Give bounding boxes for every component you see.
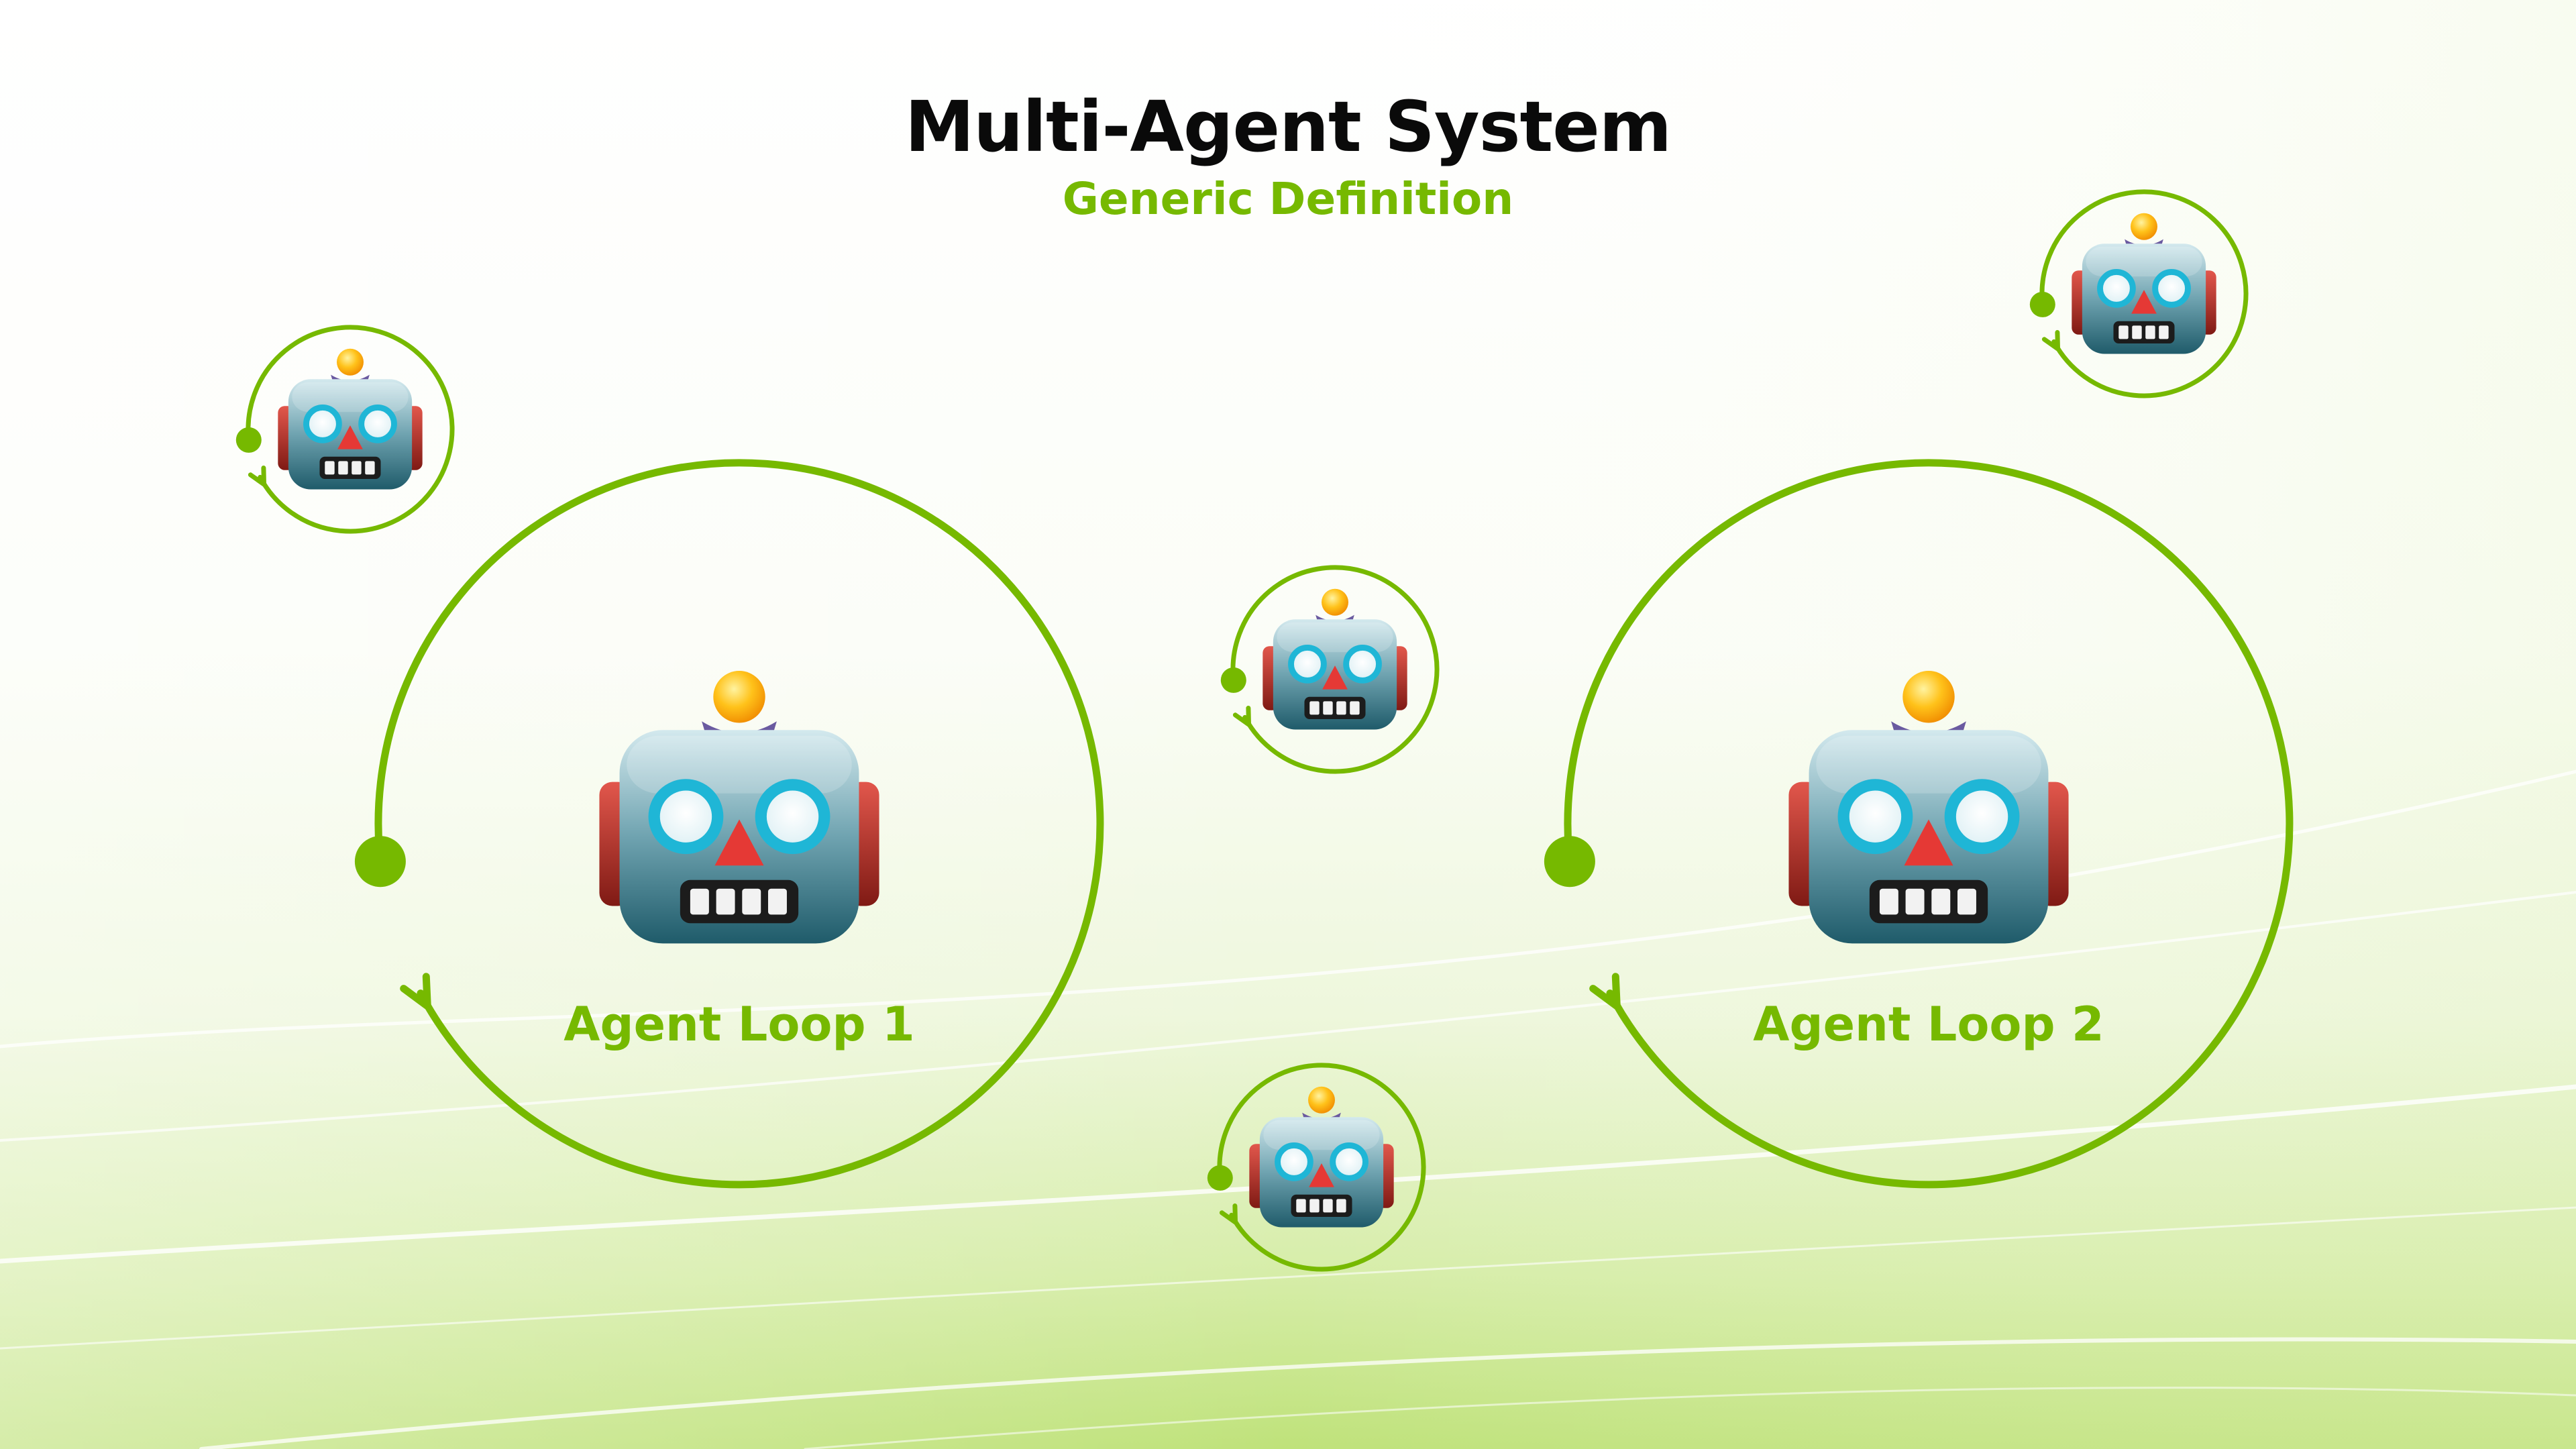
agent-node bbox=[235, 325, 455, 534]
robot-face-icon bbox=[2072, 213, 2216, 354]
loop-arc bbox=[1230, 565, 1440, 774]
loop-arc bbox=[1564, 459, 2294, 1189]
arrow-head-icon bbox=[2041, 330, 2060, 352]
loop-arc bbox=[374, 459, 1104, 1189]
arrow-head-icon bbox=[1589, 973, 1621, 1010]
arrow-head-icon bbox=[248, 466, 266, 487]
loop-start-dot bbox=[2029, 291, 2055, 317]
agent-node bbox=[2029, 189, 2249, 398]
loop-start-dot bbox=[1544, 836, 1595, 888]
arrow-head-icon bbox=[400, 973, 431, 1010]
robot-face-icon bbox=[278, 349, 422, 490]
loop-start-dot bbox=[235, 427, 262, 453]
loop-arc bbox=[2039, 189, 2249, 398]
agent-loop-1: Agent Loop 1 bbox=[354, 459, 1104, 1189]
loop-start-dot bbox=[1220, 667, 1246, 693]
robot-face-icon bbox=[599, 671, 879, 943]
loop-arc bbox=[1217, 1063, 1426, 1272]
agent-loop-label: Agent Loop 2 bbox=[1753, 997, 2104, 1052]
page-title: Multi-Agent System bbox=[904, 86, 1672, 168]
agent-loop-label: Agent Loop 1 bbox=[564, 997, 914, 1052]
agent-node bbox=[1220, 565, 1440, 774]
loop-start-dot bbox=[1207, 1165, 1233, 1191]
agent-loop-2: Agent Loop 2 bbox=[1544, 459, 2294, 1189]
loop-arc bbox=[246, 325, 455, 534]
loop-start-dot bbox=[354, 836, 406, 888]
page-subtitle: Generic Definition bbox=[1062, 173, 1514, 225]
robot-face-icon bbox=[1249, 1087, 1393, 1228]
arrow-head-icon bbox=[1232, 706, 1251, 727]
robot-face-icon bbox=[1788, 671, 2068, 943]
agent-node bbox=[1207, 1063, 1426, 1272]
robot-face-icon bbox=[1263, 589, 1407, 730]
arrow-head-icon bbox=[1219, 1203, 1238, 1225]
